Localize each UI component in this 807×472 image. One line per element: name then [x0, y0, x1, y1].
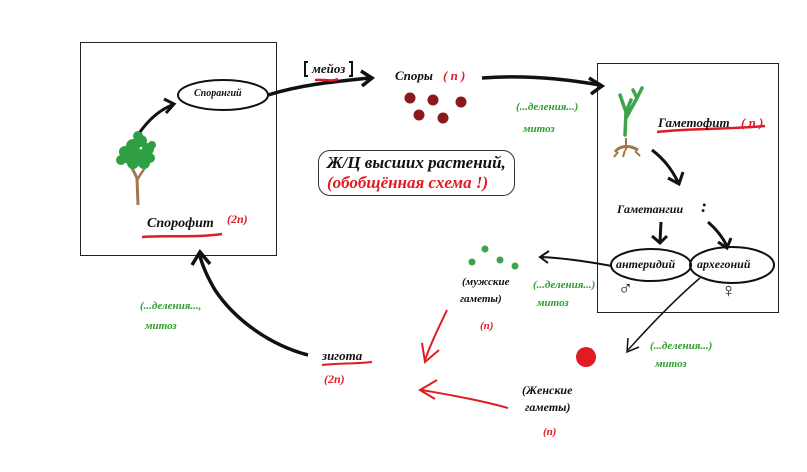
gametophyte-ploidy: ( n )	[741, 115, 764, 130]
arrow-egg-to-zygote	[421, 389, 509, 409]
arrow-meiosis	[267, 76, 371, 97]
mitosis-label-1: митоз	[523, 123, 555, 135]
arrow-to-gametophyte	[481, 75, 601, 87]
gametangia-label: Гаметангии	[617, 202, 684, 216]
antheridium-label: антеридий	[616, 257, 676, 271]
female-gametes-line-2: гаметы)	[525, 400, 571, 414]
arrow-to-sporophyte	[198, 255, 309, 357]
spores-label: Споры	[395, 68, 433, 83]
division-label-2: (...деления...)	[533, 279, 596, 291]
diagram-title: Ж/Ц высших растений, (обобщённая схема !…	[318, 150, 515, 196]
sporophyte-ploidy: (2n)	[227, 212, 248, 226]
archegonium-ellipse	[689, 246, 775, 284]
egg-icon	[576, 347, 596, 367]
male-gametes-icon	[468, 245, 519, 270]
gametangia-colon: :	[701, 196, 707, 216]
female-ploidy: (n)	[543, 426, 557, 438]
mitosis-label-3: митоз	[655, 358, 687, 370]
sporangium-label: Спорангий	[194, 88, 242, 99]
zygote-label: зигота	[322, 348, 363, 363]
gametophyte-frame	[597, 63, 779, 313]
male-symbol: ♂	[618, 278, 633, 300]
archegonium-label: архегоний	[697, 257, 751, 271]
division-label-3: (...деления...)	[650, 340, 713, 352]
mitosis-label-2: митоз	[537, 297, 569, 309]
title-line-2: (обобщённая схема !)	[327, 173, 489, 192]
spores-icon	[404, 92, 467, 124]
sporophyte-frame	[80, 42, 277, 256]
sporophyte-plant-icon	[116, 131, 156, 206]
female-symbol: ♀	[721, 280, 736, 302]
gametophyte-underline	[656, 124, 766, 134]
meiosis-underline	[314, 77, 339, 82]
arrow-to-egg	[627, 277, 701, 351]
gametophyte-label: Гаметофит	[658, 115, 730, 130]
female-gametes-line-1: (Женские	[522, 383, 573, 397]
male-gametes-line-1: (мужские	[462, 276, 510, 288]
male-ploidy: (n)	[480, 320, 494, 332]
arrow-to-male-gametes	[540, 256, 613, 267]
arrow-to-gametangia	[651, 148, 680, 183]
zygote-ploidy: (2n)	[324, 372, 345, 386]
division-label-1: (...деления...)	[516, 101, 579, 113]
arrow-to-sporangium	[138, 103, 173, 133]
meiosis-label: мейоз	[312, 61, 346, 76]
gametophyte-plant-icon	[613, 86, 644, 158]
title-line-1: Ж/Ц высших растений,	[327, 153, 506, 172]
zygote-underline	[321, 361, 373, 366]
sporophyte-label: Спорофит	[147, 216, 214, 231]
arrow-male-to-zygote	[424, 309, 448, 361]
spores-ploidy: ( n )	[443, 68, 466, 83]
division-label-4: (...деления...,	[140, 300, 202, 312]
sporophyte-underline	[141, 232, 223, 239]
male-gametes-line-2: гаметы)	[460, 293, 502, 305]
mitosis-label-4: митоз	[145, 320, 177, 332]
